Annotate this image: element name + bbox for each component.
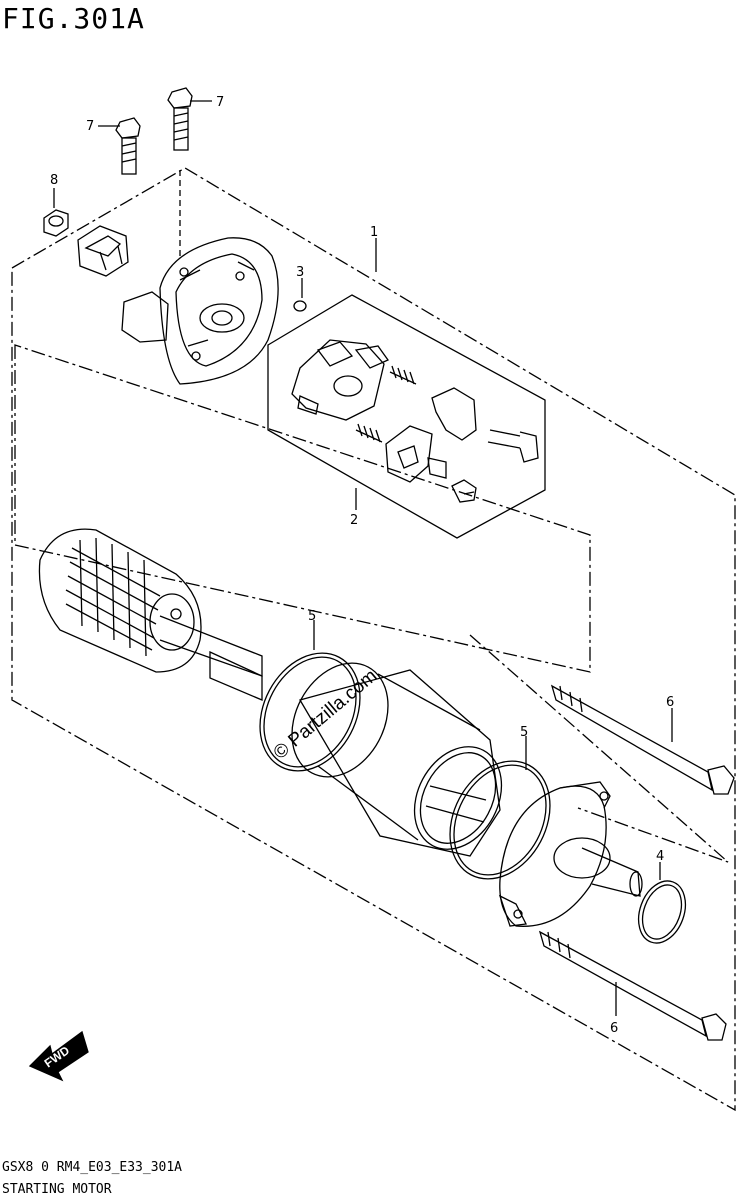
callout-7-left: 7 [86,119,94,134]
figure-name: STARTING MOTOR [2,1182,112,1197]
callout-5-right: 5 [520,725,528,740]
callout-3: 3 [296,265,304,280]
subassembly-boundary [14,344,591,673]
through-bolt-6-lower [538,930,727,1041]
oring-5-right [449,760,551,880]
bolt-7-upper [167,87,193,151]
castle-nut [77,225,129,277]
callout-2: 2 [350,513,358,528]
oring-4 [637,880,687,944]
terminal-screw [451,479,477,503]
brush-kit-box [267,294,546,539]
brush-terminal [431,387,539,463]
spring-upper [389,365,417,385]
callout-4: 4 [656,849,664,864]
callout-6-lower: 6 [610,1021,618,1036]
callout-1: 1 [370,225,378,240]
yoke [291,662,503,857]
fwd-arrow [28,1030,89,1082]
assembly-boundary [11,167,736,1112]
callout-5-left: 5 [308,609,316,624]
oring-3 [293,300,307,312]
spring-lower [355,423,383,443]
through-bolt-6-upper [550,684,735,795]
oring-5-left [259,652,361,772]
brush-holder [291,339,389,421]
callout-6-upper: 6 [666,695,674,710]
figure-code: GSX8 0 RM4_E03_E33_301A [2,1160,183,1175]
brush-plate [385,425,447,483]
figure-title: FIG.301A [2,2,145,35]
callout-8: 8 [50,173,58,188]
nut-8 [43,209,69,237]
armature [38,528,263,701]
callout-7-upper: 7 [216,95,224,110]
bolt-7-left [115,117,141,175]
front-cover [498,781,643,927]
rear-cover [121,237,279,385]
watermark: © Partzilla.com [270,665,382,763]
